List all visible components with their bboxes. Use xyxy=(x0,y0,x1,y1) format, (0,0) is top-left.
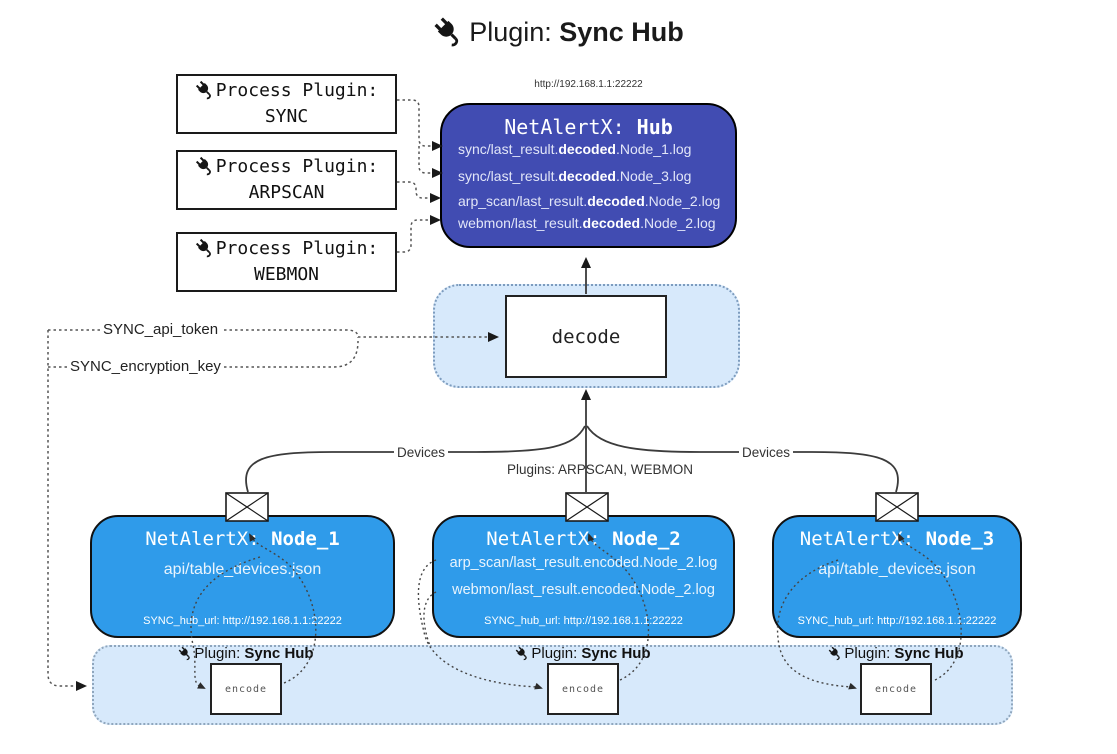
connector-webmon-to-hub xyxy=(397,215,441,253)
plug-icon xyxy=(515,646,529,661)
node-file: arp_scan/last_result.encoded.Node_2.log xyxy=(449,555,718,571)
encode-box: encode xyxy=(210,663,282,715)
node-hub-url: SYNC_hub_url: http://192.168.1.1:22222 xyxy=(484,615,683,627)
connector-arpscan-to-hub xyxy=(397,181,441,203)
encoder-group-2: Plugin: Sync Hub encode xyxy=(493,645,673,715)
connector-sync-to-hub-2 xyxy=(418,146,443,178)
process-plugin-label: Process Plugin: xyxy=(195,154,378,180)
plug-icon xyxy=(178,646,192,661)
node-2-box: NetAlertX: Node_2 arp_scan/last_result.e… xyxy=(432,515,735,638)
encoder-plugin-label: Plugin: Sync Hub xyxy=(156,645,336,662)
decode-box: decode xyxy=(505,295,667,378)
node-title: NetAlertX: Node_1 xyxy=(145,528,340,550)
plug-icon xyxy=(433,16,463,47)
plug-icon xyxy=(195,156,214,176)
process-plugin-arpscan: Process Plugin: ARPSCAN xyxy=(176,150,397,210)
node-file: api/table_devices.json xyxy=(818,561,976,578)
process-plugin-name: SYNC xyxy=(264,106,309,127)
hub-log-line: arp_scan/last_result.decoded.Node_2.log xyxy=(458,193,721,209)
page-title-prefix: Plugin: xyxy=(469,17,560,47)
node-file: api/table_devices.json xyxy=(163,561,322,578)
encode-box: encode xyxy=(547,663,619,715)
hub-log-line: sync/last_result.decoded.Node_3.log xyxy=(458,168,692,184)
node-1-box: NetAlertX: Node_1 api/table_devices.json… xyxy=(90,515,395,638)
connector-secrets-to-encoders xyxy=(47,330,87,691)
plug-icon xyxy=(195,238,214,258)
plug-icon xyxy=(195,80,214,100)
hub-log-line: webmon/last_result.decoded.Node_2.log xyxy=(458,215,716,231)
node-title: NetAlertX: Node_2 xyxy=(486,528,681,550)
sync-encryption-key-label: SYNC_encryption_key xyxy=(67,358,224,375)
hub-title: NetAlertX: Hub xyxy=(504,115,673,139)
node-file: webmon/last_result.encoded.Node_2.log xyxy=(452,582,715,598)
plug-icon xyxy=(828,646,842,661)
hub-url-label: http://192.168.1.1:22222 xyxy=(534,79,643,90)
node-3-box: NetAlertX: Node_3 api/table_devices.json… xyxy=(772,515,1022,638)
node-hub-url: SYNC_hub_url: http://192.168.1.1:22222 xyxy=(797,615,997,627)
sync-api-token-label: SYNC_api_token xyxy=(100,321,222,338)
encoder-plugin-label: Plugin: Sync Hub xyxy=(493,645,673,662)
edge-label-devices-left: Devices xyxy=(394,445,449,460)
process-plugin-name: WEBMON xyxy=(253,264,320,285)
process-plugin-sync: Process Plugin: SYNC xyxy=(176,74,397,134)
node-hub-url: SYNC_hub_url: http://192.168.1.1:22222 xyxy=(143,615,342,627)
hub-log-line: sync/last_result.decoded.Node_1.log xyxy=(458,141,692,157)
edge-label-devices-right: Devices xyxy=(739,445,794,460)
connector-sync-to-hub-1 xyxy=(397,99,443,151)
process-plugin-label: Process Plugin: xyxy=(195,236,378,262)
node-title: NetAlertX: Node_3 xyxy=(799,528,995,550)
encoder-group-3: Plugin: Sync Hub encode xyxy=(806,645,986,715)
process-plugin-name: ARPSCAN xyxy=(248,182,325,203)
encode-box: encode xyxy=(860,663,932,715)
encoder-group-1: Plugin: Sync Hub encode xyxy=(156,645,336,715)
process-plugin-label: Process Plugin: xyxy=(195,78,378,104)
edge-label-plugins-center: Plugins: ARPSCAN, WEBMON xyxy=(507,462,694,477)
process-plugin-webmon: Process Plugin: WEBMON xyxy=(176,232,397,292)
hub-box: NetAlertX: Hub sync/last_result.decoded.… xyxy=(440,103,737,248)
page-title-name: Sync Hub xyxy=(559,17,684,47)
encoder-plugin-label: Plugin: Sync Hub xyxy=(806,645,986,662)
page-title: Plugin: Sync Hub xyxy=(0,16,1117,48)
